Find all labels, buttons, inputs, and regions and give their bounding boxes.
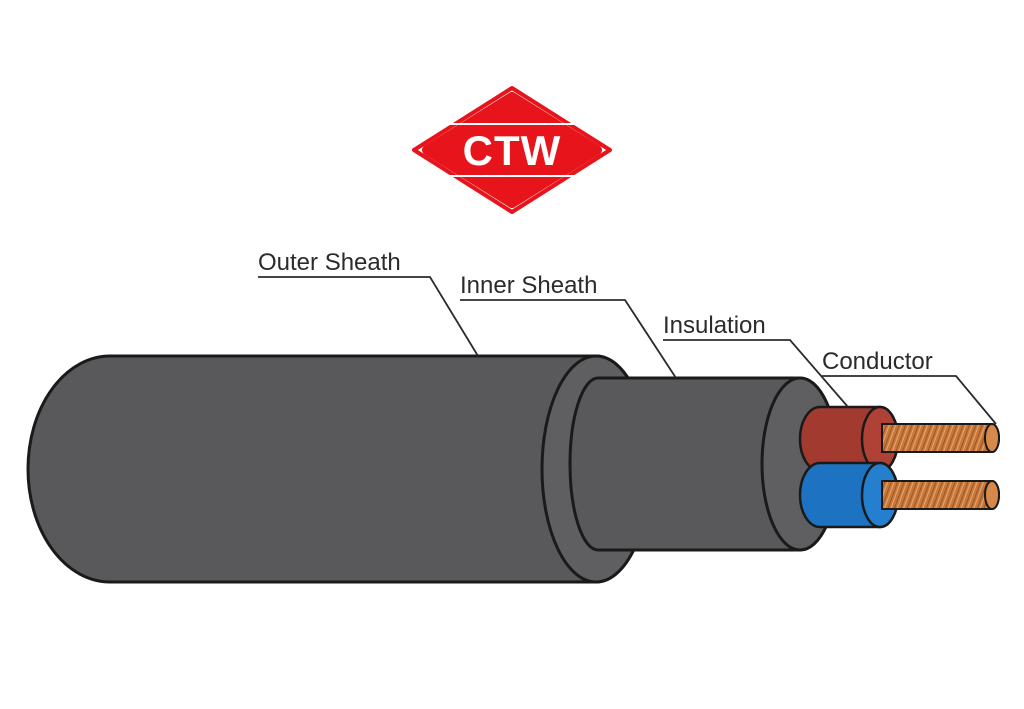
conductor-lower	[881, 480, 1000, 510]
label-outer-sheath: Outer Sheath	[258, 249, 401, 276]
callout-conductor: Conductor	[822, 348, 997, 425]
callout-outer-sheath: Outer Sheath	[258, 249, 479, 357]
callout-inner-sheath: Inner Sheath	[460, 272, 677, 379]
conductor-upper	[881, 423, 1000, 453]
ctw-logo: CTW	[412, 86, 612, 214]
callout-insulation: Insulation	[663, 312, 849, 408]
outer-sheath	[26, 354, 652, 584]
inner-sheath	[568, 376, 840, 552]
label-conductor: Conductor	[822, 348, 933, 375]
label-inner-sheath: Inner Sheath	[460, 272, 597, 299]
label-insulation: Insulation	[663, 312, 766, 339]
insulation-core-blue	[798, 461, 900, 529]
logo-text: CTW	[463, 127, 562, 174]
